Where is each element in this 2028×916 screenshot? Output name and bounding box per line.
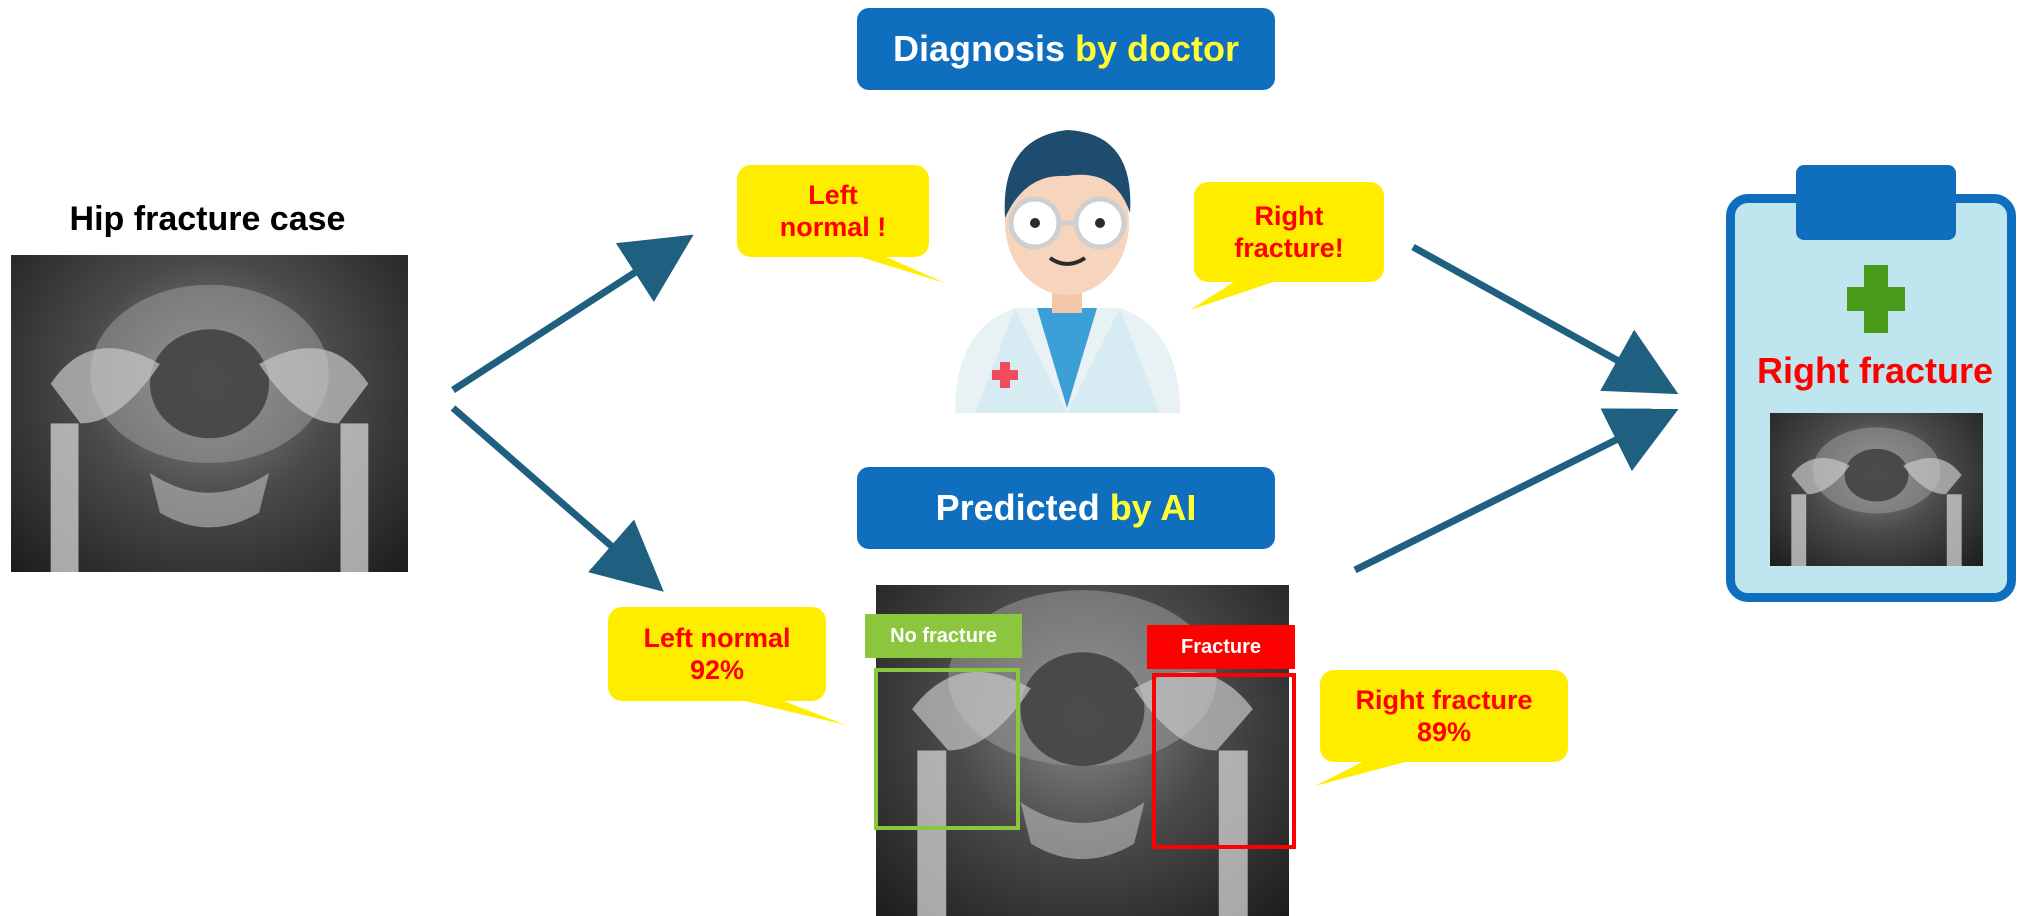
arrow-ai-to-result bbox=[1355, 418, 1660, 570]
result-xray-thumbnail bbox=[1770, 413, 1983, 566]
doctor-diagnosis-header: Diagnosis by doctor bbox=[857, 8, 1275, 90]
clipboard-clip bbox=[1796, 165, 1956, 240]
arrow-case-to-ai bbox=[453, 408, 648, 578]
ai-right-bubble-text: Right fracture 89% bbox=[1320, 670, 1568, 762]
case-title: Hip fracture case bbox=[20, 200, 395, 239]
doctor-left-bubble-text: Left normal ! bbox=[737, 165, 929, 257]
arrow-case-to-doctor bbox=[453, 246, 676, 390]
doctor-header-main: Diagnosis bbox=[893, 28, 1065, 70]
doctor-right-bubble-text: Right fracture! bbox=[1194, 182, 1384, 282]
fracture-label: Fracture bbox=[1147, 625, 1295, 669]
ai-left-bubble-line2: 92% bbox=[690, 654, 744, 686]
doctor-avatar-icon bbox=[955, 118, 1180, 413]
ai-header-highlight: by AI bbox=[1110, 487, 1197, 529]
no-fracture-detection-box bbox=[874, 668, 1020, 830]
result-title: Right fracture bbox=[1740, 350, 2010, 392]
ai-left-bubble-text: Left normal 92% bbox=[608, 607, 826, 701]
doctor-left-bubble-line1: Left bbox=[808, 179, 858, 211]
ai-right-bubble-line1: Right fracture bbox=[1355, 684, 1532, 716]
input-xray-image bbox=[11, 255, 408, 572]
fracture-detection-box bbox=[1152, 673, 1296, 849]
ai-left-bubble-line1: Left normal bbox=[643, 622, 790, 654]
ai-prediction-header: Predicted by AI bbox=[857, 467, 1275, 549]
doctor-left-bubble-line2: normal ! bbox=[780, 211, 887, 243]
ai-header-main: Predicted bbox=[936, 487, 1100, 529]
arrow-doctor-to-result bbox=[1413, 247, 1660, 384]
doctor-right-bubble-line2: fracture! bbox=[1234, 232, 1344, 264]
doctor-header-highlight: by doctor bbox=[1075, 28, 1239, 70]
ai-right-bubble-line2: 89% bbox=[1417, 716, 1471, 748]
no-fracture-label: No fracture bbox=[865, 614, 1022, 658]
medical-cross-icon bbox=[1847, 265, 1905, 333]
doctor-right-bubble-line1: Right bbox=[1255, 200, 1324, 232]
